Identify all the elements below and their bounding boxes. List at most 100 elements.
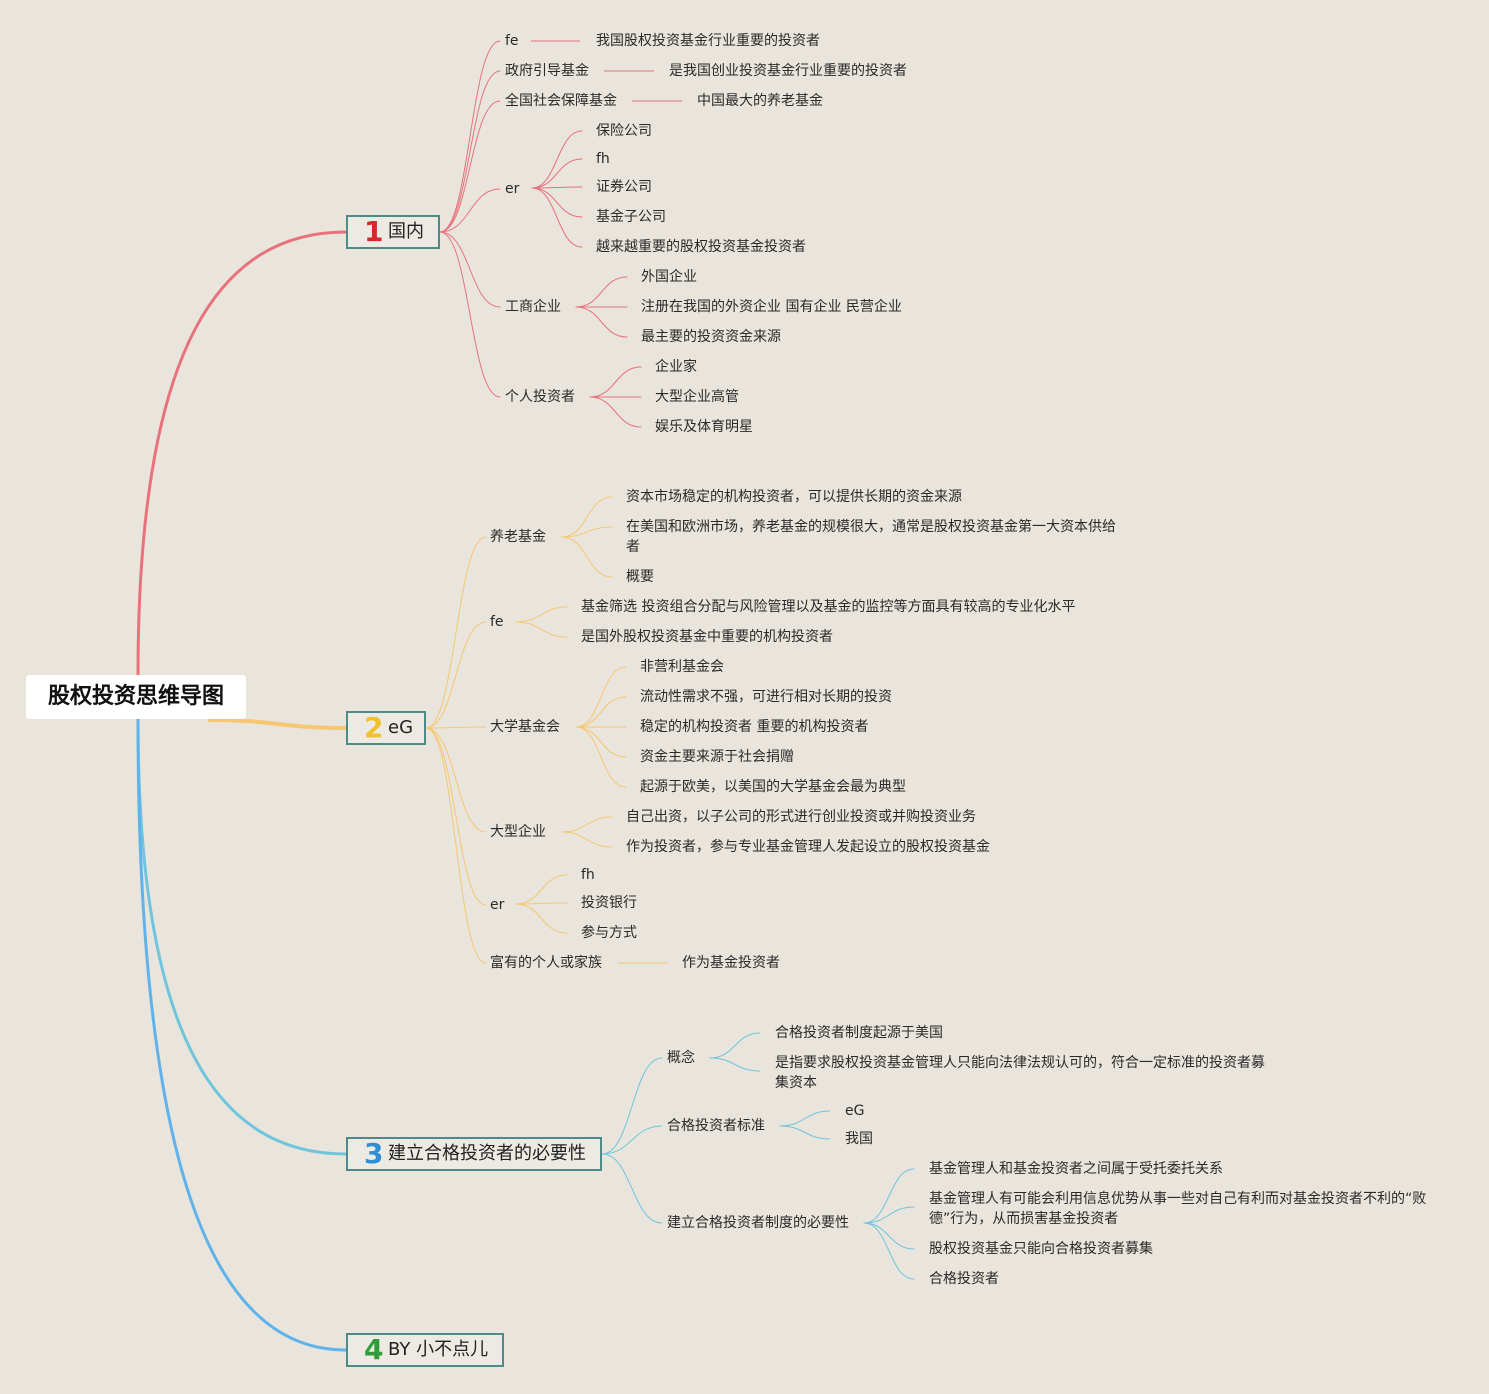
node-b1-er-child[interactable]: 基金子公司 [596,209,666,225]
node-b2-er-child[interactable]: 投资银行 [581,895,637,911]
node-b1-er-child[interactable]: fh [596,151,610,167]
node-b3-necessity-child[interactable]: 股权投资基金只能向合格投资者募集 [929,1241,1153,1257]
node-b1-er-child[interactable]: 越来越重要的股权投资基金投资者 [596,239,806,255]
connector-root-b4 [136,717,348,1352]
node-b3-necessity-child[interactable]: 基金管理人有可能会利用信息优势从事一些对自己有利而对基金投资者不利的“败德”行为… [929,1191,1427,1227]
node-b1-er-child[interactable]: 保险公司 [596,123,652,139]
connector-b3-by-leaf [863,1222,915,1250]
node-b3-necessity[interactable]: 建立合格投资者制度的必要性 [667,1215,849,1231]
connector-b3-by-leaf [863,1222,915,1280]
connector-b1-gr-leaf [589,396,642,428]
node-b1-individuals-child[interactable]: 企业家 [655,359,697,375]
connector-b1-child [439,231,501,398]
connector-b3-gn-leaf [709,1032,761,1059]
connector-b2-qy-leaf [561,816,613,833]
node-b1-fe-child[interactable]: 我国股权投资基金行业重要的投资者 [596,33,820,49]
node-b2-pension-child[interactable]: 资本市场稳定的机构投资者，可以提供长期的资金来源 [626,489,962,505]
connector-b2-child [425,621,487,729]
connector-root-b2 [208,718,348,730]
connector-b1-er-leaf [531,158,583,189]
branch-3-number: 3 [364,1137,384,1170]
node-b2-er-child[interactable]: 参与方式 [581,925,637,941]
connector-root-b3 [136,717,348,1156]
node-b2-university-child[interactable]: 非营利基金会 [640,659,724,675]
node-b3-concept-child[interactable]: 是指要求股权投资基金管理人只能向法律法规认可的，符合一定标准的投资者募集资本 [775,1055,1265,1091]
node-b2-large-enterprise-child[interactable]: 作为投资者，参与专业基金管理人发起设立的股权投资基金 [626,839,990,855]
node-b2-university-child[interactable]: 起源于欧美，以美国的大学基金会最为典型 [640,779,906,795]
connector-b1-child [439,188,501,233]
node-b1-enterprises-child[interactable]: 外国企业 [641,269,697,285]
branch-1-label: 国内 [388,221,424,242]
node-b1-guide-fund[interactable]: 政府引导基金 [505,63,589,79]
node-b2-pension-child[interactable]: 概要 [626,569,654,585]
connector-b3-gn-leaf [709,1057,761,1072]
node-b3-concept-child[interactable]: 合格投资者制度起源于美国 [775,1025,943,1041]
branch-2-eg[interactable]: 2 eG [346,711,426,745]
node-b2-fe-child[interactable]: 基金筛选 投资组合分配与风险管理以及基金的监控等方面具有较高的专业化水平 [581,599,1076,615]
connector-b1-child [439,40,501,233]
connector-b2-dx-leaf [575,726,627,788]
connector-b2-child [425,727,487,833]
node-b2-pension-child[interactable]: 在美国和欧洲市场，养老基金的规模很大，通常是股权投资基金第一大资本供给者 [626,519,1116,555]
node-b1-individuals-child[interactable]: 娱乐及体育明星 [655,419,753,435]
branch-1-number: 1 [364,215,384,248]
node-b2-university[interactable]: 大学基金会 [490,719,560,735]
connector-b2-yl-leaf [561,496,613,538]
node-b1-individuals[interactable]: 个人投资者 [505,389,575,405]
connector-b1-gs-leaf [575,306,628,338]
connector-b3-child [601,1125,663,1155]
connector-b1-er-leaf [531,186,583,189]
connector-b2-qy-leaf [561,831,613,848]
connector-b3-by-leaf [863,1206,915,1224]
branch-3-necessity[interactable]: 3 建立合格投资者的必要性 [346,1137,602,1171]
connector-b1-child [439,70,501,233]
node-b1-social-security-child[interactable]: 中国最大的养老基金 [697,93,823,109]
connector-b3-child [601,1153,663,1224]
node-b3-necessity-child[interactable]: 合格投资者 [929,1271,999,1287]
node-b3-standard[interactable]: 合格投资者标准 [667,1118,765,1134]
branch-4-author[interactable]: 4 BY 小不点儿 [346,1333,504,1367]
node-b2-fe-child[interactable]: 是国外股权投资基金中重要的机构投资者 [581,629,833,645]
branch-4-number: 4 [364,1333,384,1366]
node-b1-er-child[interactable]: 证券公司 [596,179,652,195]
node-b1-guide-fund-child[interactable]: 是我国创业投资基金行业重要的投资者 [669,63,907,79]
connector-b2-dx-leaf [575,696,627,728]
node-b2-er[interactable]: er [490,897,505,913]
connector-b3-bz-leaf [779,1125,831,1140]
node-b2-wealthy[interactable]: 富有的个人或家族 [490,955,602,971]
connector-b2-child [425,536,487,729]
node-b2-university-child[interactable]: 资金主要来源于社会捐赠 [640,749,794,765]
node-b2-fe[interactable]: fe [490,614,504,630]
node-b3-standard-child[interactable]: 我国 [845,1131,873,1147]
branch-2-label: eG [388,717,414,738]
node-b1-fe[interactable]: fe [505,33,519,49]
branch-4-label: BY 小不点儿 [388,1339,489,1360]
node-b3-necessity-child[interactable]: 基金管理人和基金投资者之间属于受托委托关系 [929,1161,1223,1177]
node-b2-er-child[interactable]: fh [581,867,595,883]
node-b1-enterprises-child[interactable]: 注册在我国的外资企业 国有企业 民营企业 [641,299,902,315]
node-b2-pension[interactable]: 养老基金 [490,529,546,545]
connector-b1-er-leaf [531,187,583,248]
node-b2-wealthy-child[interactable]: 作为基金投资者 [682,955,780,971]
root-topic[interactable]: 股权投资思维导图 [26,675,246,719]
connector-b1-gs-leaf [575,276,628,308]
node-b2-large-enterprise[interactable]: 大型企业 [490,824,546,840]
node-b2-university-child[interactable]: 流动性需求不强，可进行相对长期的投资 [640,689,892,705]
node-b3-concept[interactable]: 概念 [667,1050,695,1066]
connector-b1-child [439,231,501,308]
node-b2-large-enterprise-child[interactable]: 自己出资，以子公司的形式进行创业投资或并购投资业务 [626,809,976,825]
node-b1-er[interactable]: er [505,181,520,197]
node-b1-individuals-child[interactable]: 大型企业高管 [655,389,739,405]
node-b2-university-child[interactable]: 稳定的机构投资者 重要的机构投资者 [640,719,869,735]
node-b3-standard-child[interactable]: eG [845,1103,865,1119]
node-b1-social-security[interactable]: 全国社会保障基金 [505,93,617,109]
connector-b2-er-leaf [515,874,568,905]
branch-3-label: 建立合格投资者的必要性 [388,1143,586,1164]
connector-b3-by-leaf [863,1168,915,1224]
node-b1-enterprises[interactable]: 工商企业 [505,299,561,315]
branch-1-domestic[interactable]: 1 国内 [346,215,440,249]
connector-b1-er-leaf [531,187,583,218]
connector-b2-er-leaf [515,903,568,934]
node-b1-enterprises-child[interactable]: 最主要的投资资金来源 [641,329,781,345]
connector-b1-gr-leaf [589,366,642,398]
